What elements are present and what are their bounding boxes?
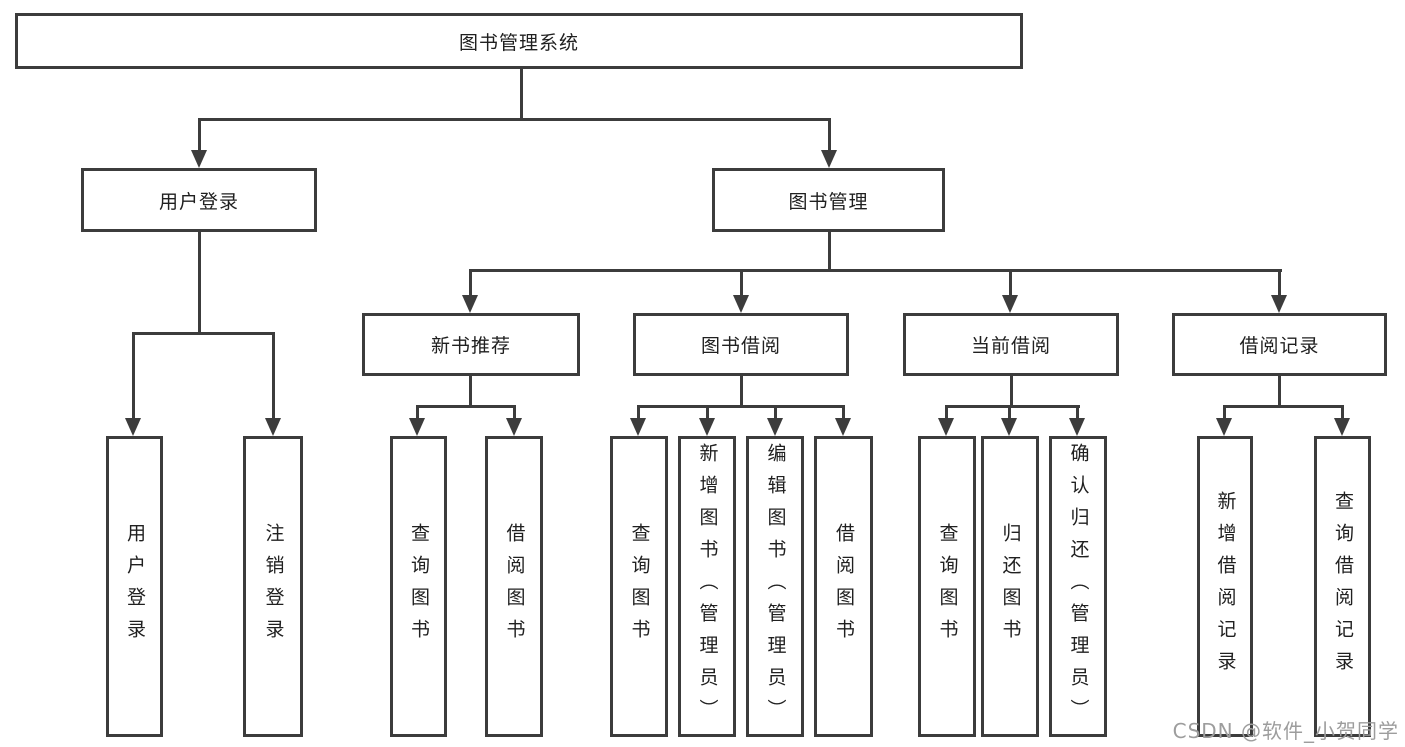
node-leaf-bb-borrow-books: 借阅图书	[814, 436, 873, 737]
node-leaf-add-borrow-record: 新增借阅记录	[1197, 436, 1253, 737]
connector-line	[945, 405, 948, 418]
arrow-down-icon	[462, 295, 478, 313]
node-leaf-rec-borrow-books-label: 借阅图书	[503, 522, 526, 651]
node-leaf-logout: 注销登录	[243, 436, 303, 737]
node-leaf-query-borrow-record: 查询借阅记录	[1314, 436, 1371, 737]
node-borrow-records-label: 借阅记录	[1239, 335, 1320, 357]
node-leaf-cb-query-books: 查询图书	[918, 436, 976, 737]
node-leaf-bb-add-books: 新增图书（管理员）	[678, 436, 736, 737]
connector-line	[469, 269, 472, 296]
node-leaf-cb-return-books-label: 归还图书	[999, 522, 1022, 651]
node-leaf-user-login: 用户登录	[106, 436, 163, 737]
connector-line	[1278, 376, 1281, 408]
connector-line	[132, 332, 135, 420]
node-leaf-bb-edit-books-label: 编辑图书（管理员）	[764, 442, 787, 731]
connector-line	[1008, 405, 1011, 418]
node-leaf-add-borrow-record-label: 新增借阅记录	[1214, 490, 1237, 683]
arrow-down-icon	[409, 418, 425, 436]
connector-line	[637, 405, 640, 418]
arrow-down-icon	[821, 150, 837, 168]
node-leaf-logout-label: 注销登录	[262, 522, 285, 651]
node-leaf-rec-query-books: 查询图书	[390, 436, 447, 737]
connector-line	[1010, 376, 1013, 408]
arrow-down-icon	[835, 418, 851, 436]
connector-line	[828, 232, 831, 272]
connector-line	[774, 405, 777, 418]
node-leaf-cb-return-books: 归还图书	[981, 436, 1039, 737]
node-book-borrow-label: 图书借阅	[700, 335, 781, 357]
node-leaf-cb-query-books-label: 查询图书	[936, 522, 959, 651]
csdn-watermark: CSDN @软件_小贺同学	[1172, 719, 1399, 743]
connector-line	[706, 405, 709, 418]
arrow-down-icon	[938, 418, 954, 436]
node-book-mgmt: 图书管理	[712, 168, 945, 232]
node-new-book-rec-label: 新书推荐	[430, 335, 511, 357]
arrow-down-icon	[1069, 418, 1085, 436]
connector-line	[198, 118, 831, 121]
arrow-down-icon	[1271, 295, 1287, 313]
node-root-label: 图书管理系统	[458, 31, 579, 54]
connector-line	[945, 405, 1080, 408]
node-leaf-query-borrow-record-label: 查询借阅记录	[1332, 490, 1354, 683]
arrow-down-icon	[630, 418, 646, 436]
connector-line	[469, 376, 472, 408]
connector-line	[1278, 269, 1281, 296]
arrow-down-icon	[1001, 418, 1017, 436]
arrow-down-icon	[1334, 418, 1350, 436]
connector-line	[520, 69, 523, 121]
connector-line	[828, 118, 831, 151]
node-leaf-cb-confirm-return: 确认归还（管理员）	[1049, 436, 1107, 737]
connector-line	[740, 376, 743, 408]
connector-line	[740, 269, 743, 296]
node-leaf-rec-query-books-label: 查询图书	[408, 522, 430, 651]
connector-line	[416, 405, 516, 408]
node-new-book-rec: 新书推荐	[362, 313, 580, 376]
node-root: 图书管理系统	[15, 13, 1023, 69]
node-leaf-bb-borrow-books-label: 借阅图书	[833, 522, 855, 651]
connector-line	[1223, 405, 1344, 408]
connector-line	[416, 405, 419, 418]
connector-line	[198, 232, 201, 334]
connector-line	[1341, 405, 1344, 418]
node-current-borrow: 当前借阅	[903, 313, 1119, 376]
connector-line	[1223, 405, 1226, 418]
node-leaf-bb-query-books: 查询图书	[610, 436, 668, 737]
connector-line	[198, 118, 201, 151]
arrow-down-icon	[1002, 295, 1018, 313]
arrow-down-icon	[1216, 418, 1232, 436]
connector-line	[132, 332, 275, 335]
connector-line	[1009, 269, 1012, 296]
node-leaf-bb-query-books-label: 查询图书	[628, 522, 651, 651]
connector-line	[842, 405, 845, 418]
connector-line	[469, 269, 1282, 272]
arrow-down-icon	[265, 418, 281, 436]
node-leaf-rec-borrow-books: 借阅图书	[485, 436, 543, 737]
connector-line	[513, 405, 516, 418]
node-book-borrow: 图书借阅	[633, 313, 849, 376]
connector-line	[272, 332, 275, 420]
arrow-down-icon	[733, 295, 749, 313]
arrow-down-icon	[125, 418, 141, 436]
arrow-down-icon	[506, 418, 522, 436]
connector-line	[1076, 405, 1079, 418]
node-leaf-user-login-label: 用户登录	[124, 522, 146, 651]
node-current-borrow-label: 当前借阅	[970, 335, 1051, 357]
node-leaf-bb-add-books-label: 新增图书（管理员）	[696, 442, 719, 731]
arrow-down-icon	[767, 418, 783, 436]
node-leaf-bb-edit-books: 编辑图书（管理员）	[746, 436, 804, 737]
node-book-mgmt-label: 图书管理	[788, 190, 869, 213]
connector-line	[637, 405, 844, 408]
arrow-down-icon	[699, 418, 715, 436]
node-user-login-label: 用户登录	[158, 190, 239, 213]
node-user-login: 用户登录	[81, 168, 317, 232]
arrow-down-icon	[191, 150, 207, 168]
node-leaf-cb-confirm-return-label: 确认归还（管理员）	[1067, 442, 1090, 731]
node-borrow-records: 借阅记录	[1172, 313, 1387, 376]
